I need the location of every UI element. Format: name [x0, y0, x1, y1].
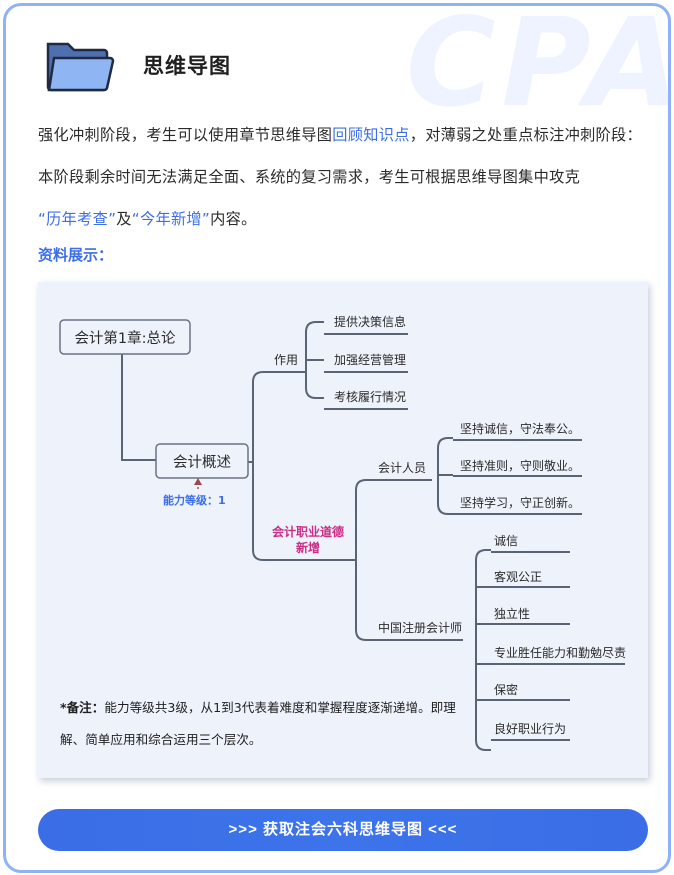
review-link: 回顾知识点 [332, 126, 410, 144]
branch-ethics-new-tag: 新增 [296, 540, 320, 555]
intro-paragraph: 强化冲刺阶段，考生可以使用章节思维导图回顾知识点，对薄弱之处重点标注冲刺阶段：本… [38, 114, 656, 240]
content-card: CPA 思维导图 强化冲刺阶段，考生可以使用章节思维导图回顾知识点，对薄弱之处重… [3, 3, 671, 873]
get-mindmaps-button[interactable]: >>> 获取注会六科思维导图 <<< [38, 809, 648, 851]
note-body: 能力等级共3级，从1到3代表着难度和掌握程度逐渐递增。即理解、简单应用和综合运用… [60, 700, 456, 747]
cpa-item: 独立性 [494, 606, 530, 621]
branch-role-label: 作用 [274, 353, 298, 367]
note-label: *备注： [60, 700, 105, 715]
level-label: 能力等级：1 [163, 493, 226, 507]
accountant-item: 坚持学习，守正创新。 [460, 495, 580, 510]
root-node [59, 319, 191, 355]
connector-accountants [355, 479, 432, 560]
connector-role-items [305, 321, 324, 399]
cpa-item: 诚信 [494, 534, 518, 548]
cpa-item: 客观公正 [494, 569, 542, 584]
connector-root-main [121, 354, 156, 461]
root-node-label: 会计第1章:总论 [74, 329, 176, 347]
connector-ethics [252, 462, 356, 561]
main-node-label: 会计概述 [173, 454, 231, 471]
intro-text: ，对薄弱之处重点标注冲刺阶段：本阶段剩余时间无法满足全面、系统的复习需求，考生可… [38, 126, 643, 186]
note-text: *备注：能力等级共3级，从1到3代表着难度和掌握程度逐渐递增。即理解、简单应用和… [60, 692, 480, 756]
branch-ethics-label: 会计职业道德 [272, 524, 344, 539]
role-item: 提供决策信息 [334, 314, 406, 329]
quote-new-content: “今年新增” [131, 210, 211, 228]
main-node [155, 443, 249, 479]
section-label: 资料展示： [38, 246, 114, 264]
accountant-item: 坚持诚信，守法奉公。 [460, 421, 580, 436]
page-title: 思维导图 [143, 54, 231, 78]
intro-text: 内容。 [210, 210, 257, 228]
mindmap-diagram: 会计第1章:总论 会计概述 能力等级：1 作用 提供决策信息 加强经营管理 考核… [59, 314, 626, 751]
cpa-label: 中国注册会计师 [378, 620, 462, 635]
cpa-item: 良好职业行为 [494, 721, 566, 736]
folder-icon [46, 42, 115, 92]
quote-past-exams: “历年考查” [38, 210, 117, 228]
role-item: 考核履行情况 [334, 390, 406, 404]
connector-cpa [355, 560, 463, 641]
mindmap-card: 会计第1章:总论 会计概述 能力等级：1 作用 提供决策信息 加强经营管理 考核… [38, 282, 648, 778]
intro-text: 强化冲刺阶段，考生可以使用章节思维导图 [38, 126, 333, 144]
connector-role [248, 371, 306, 463]
intro-text: 及 [116, 210, 132, 228]
cpa-watermark: CPA [405, 3, 671, 134]
accountants-label: 会计人员 [378, 461, 426, 475]
cpa-item: 保密 [494, 682, 518, 697]
accountant-item: 坚持准则，守则敬业。 [460, 458, 580, 473]
role-item: 加强经营管理 [334, 352, 406, 367]
cpa-item: 专业胜任能力和勤勉尽责 [494, 645, 626, 660]
